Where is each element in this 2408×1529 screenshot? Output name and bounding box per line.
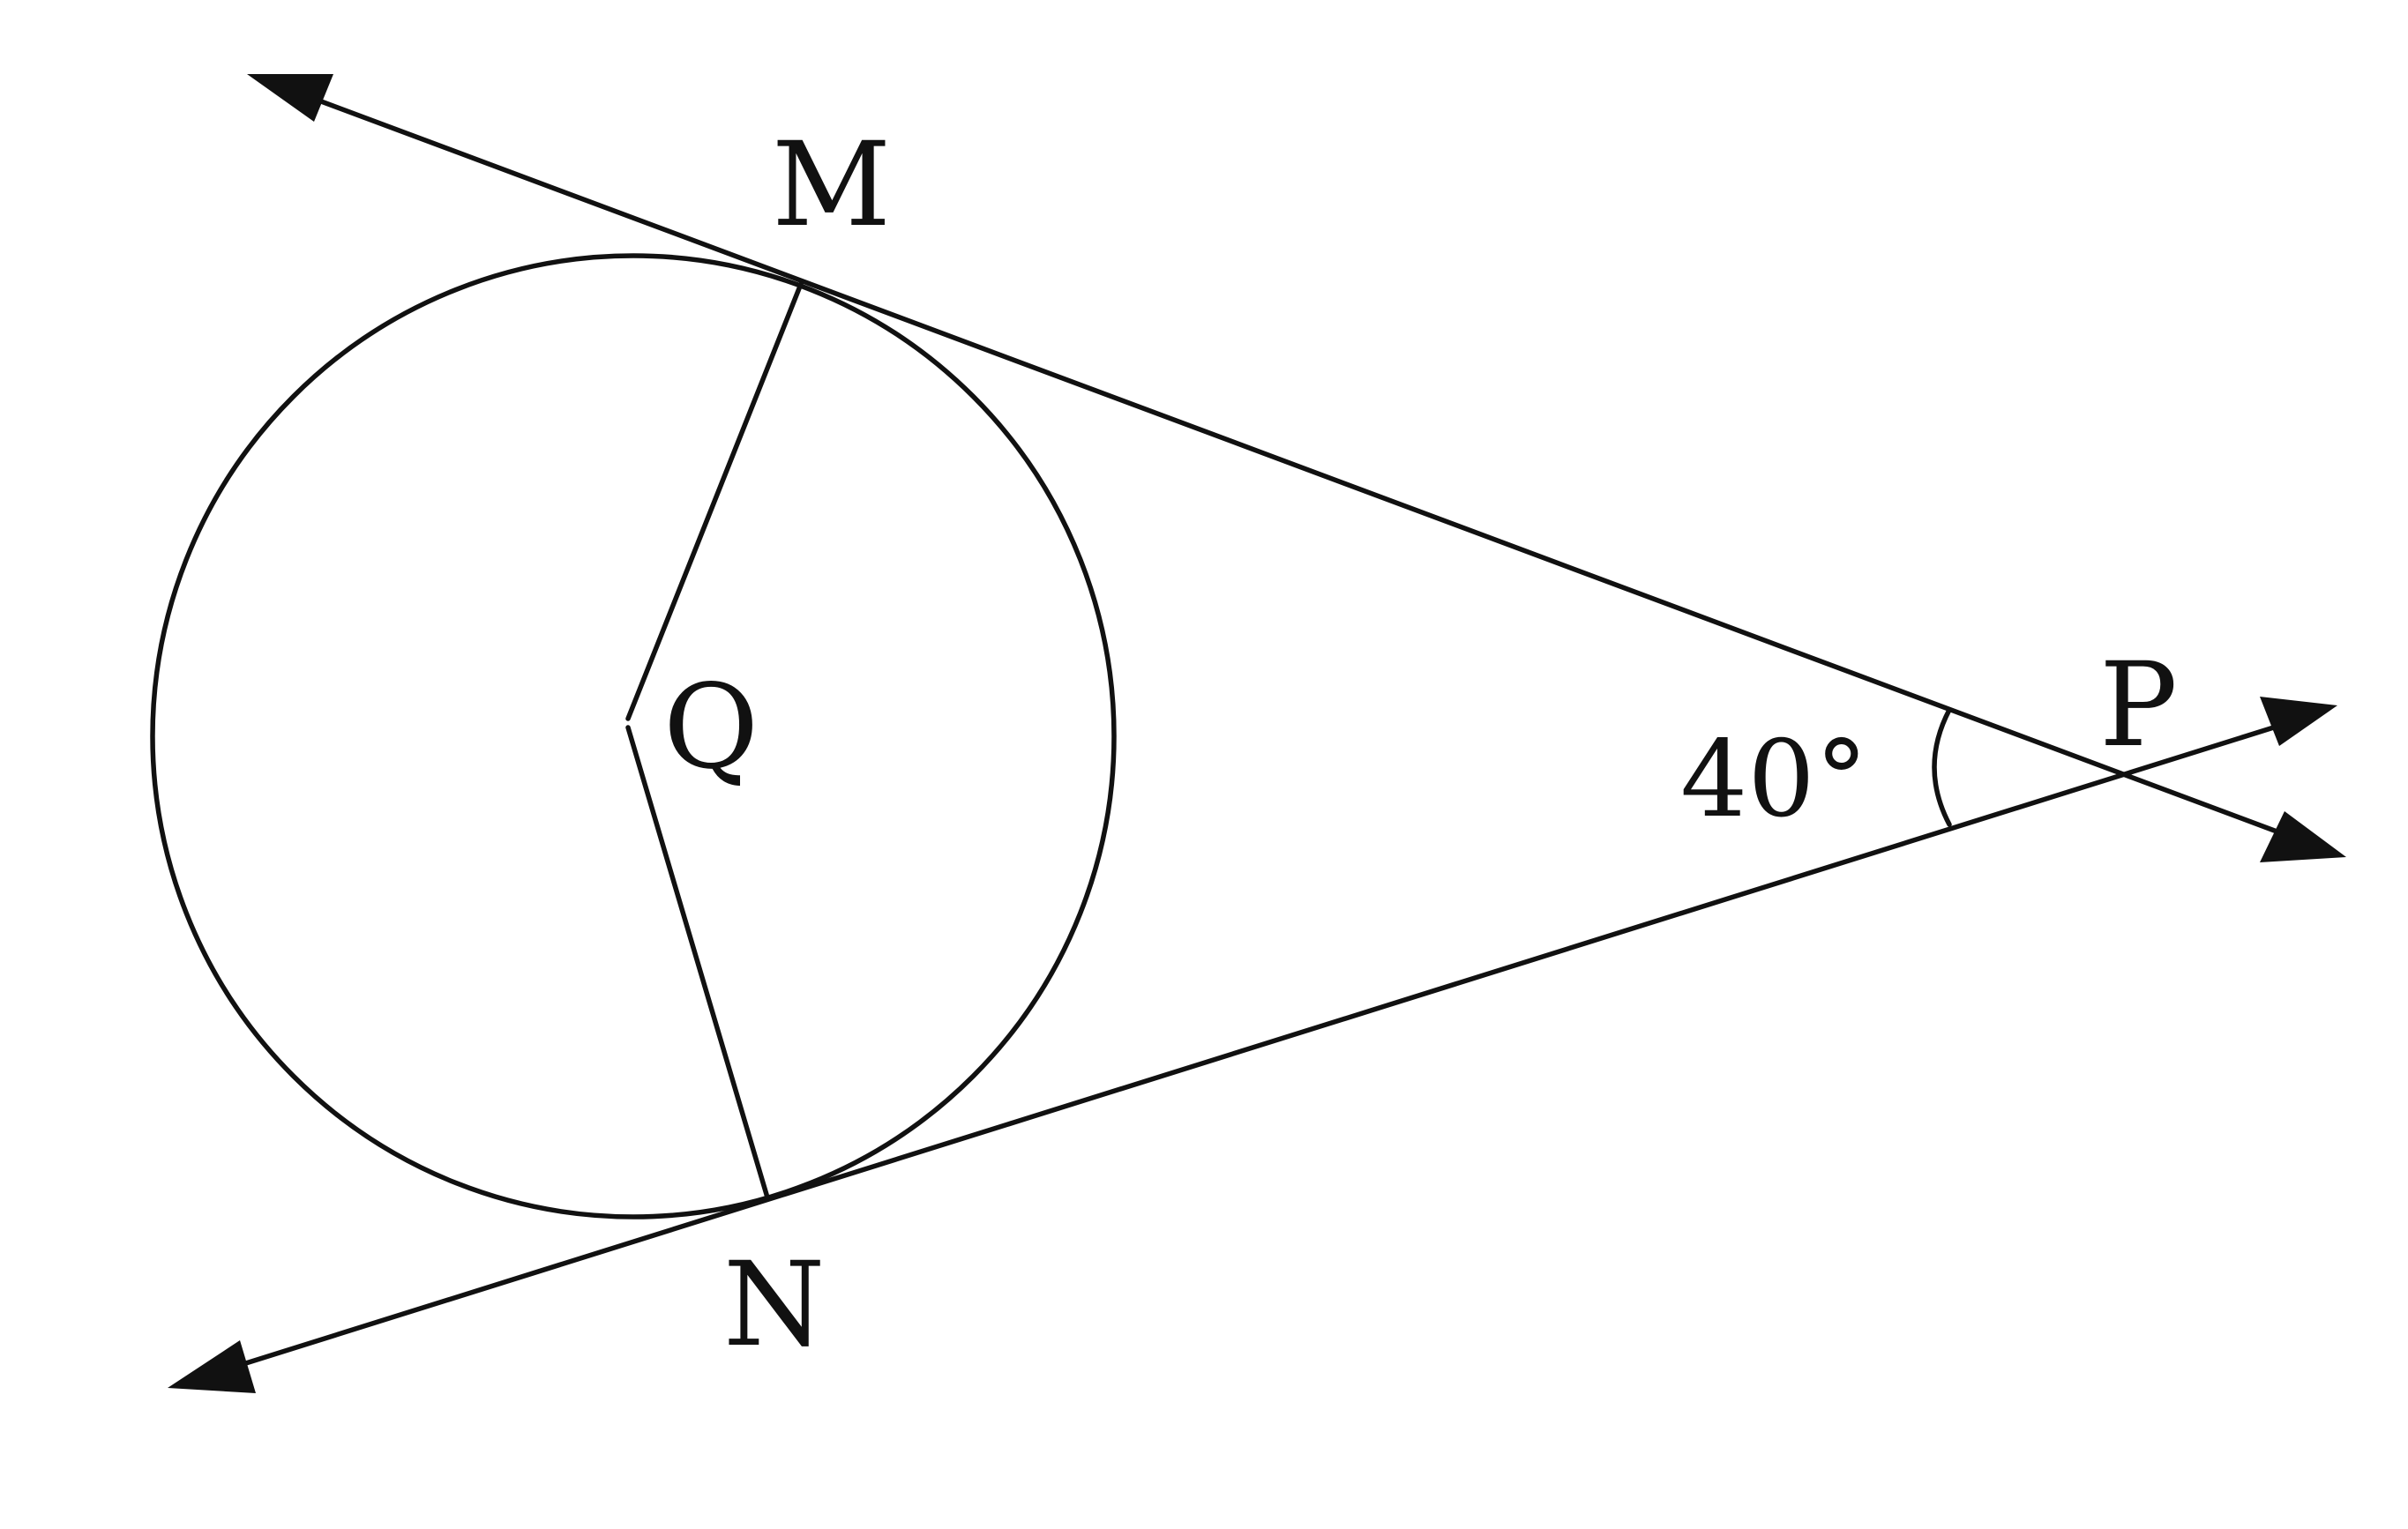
tangent-pn-arrow-right <box>2260 697 2337 746</box>
tangent-line-pm <box>297 91 2296 840</box>
tangent-pn-arrow-left <box>168 1340 256 1393</box>
tangent-line-pn <box>218 719 2296 1374</box>
circle <box>150 253 1117 1219</box>
radius-qn <box>625 725 770 1200</box>
label-n: N <box>723 1237 826 1373</box>
radius-qm <box>625 281 804 721</box>
tangent-pm-arrow-right <box>2260 811 2346 862</box>
label-q: Q <box>663 660 759 795</box>
label-m: M <box>772 117 891 253</box>
angle-label-p: 40° <box>1680 719 1868 841</box>
angle-arc-p <box>1932 707 1952 827</box>
tangent-pm-arrow-left <box>247 74 333 122</box>
label-p: P <box>2099 638 2178 773</box>
